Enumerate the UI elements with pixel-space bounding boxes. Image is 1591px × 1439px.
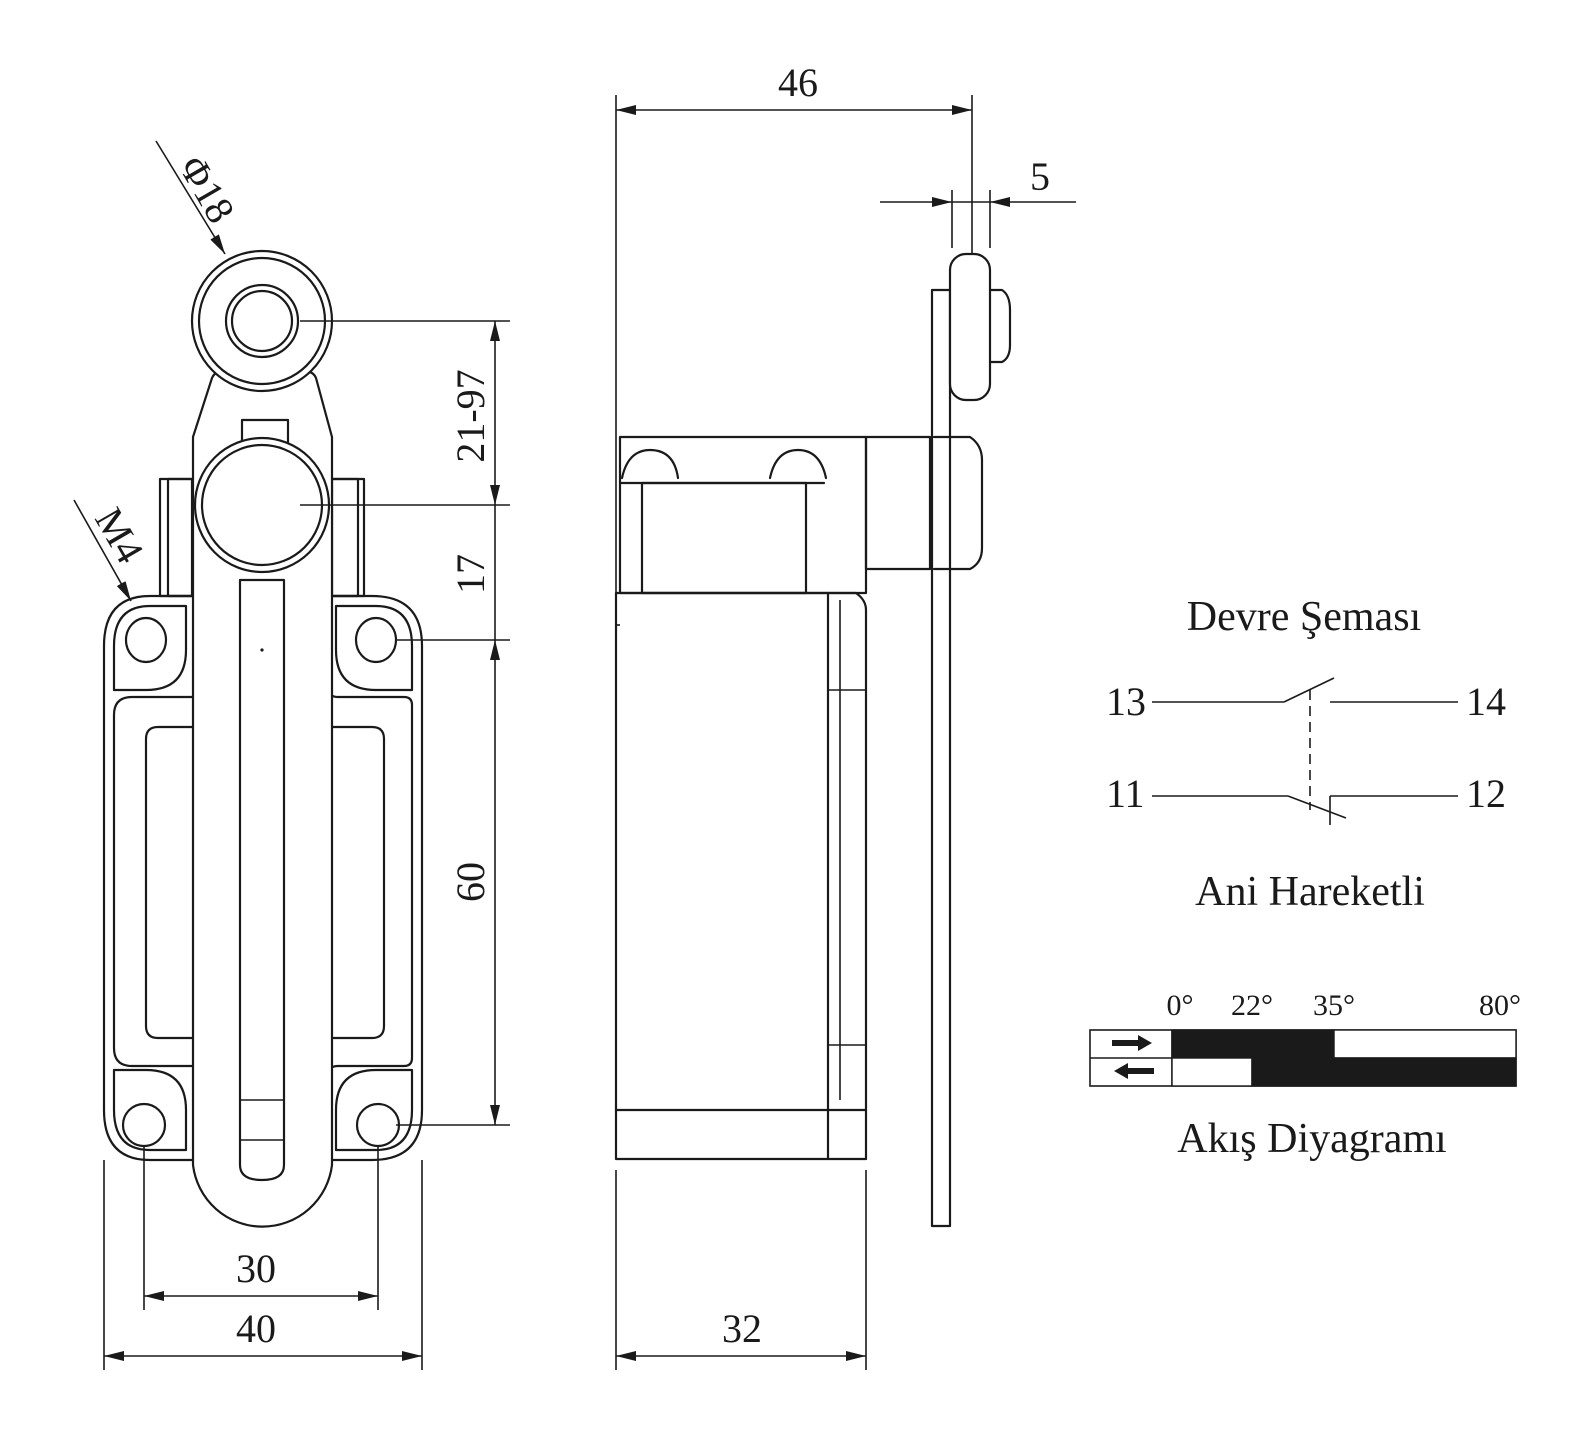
front-view: Φ18 M4 21-97 17 60 30 40 [73, 140, 510, 1370]
flow-bar-return-0 [1171, 1057, 1253, 1087]
dim-lever-range: 21-97 [448, 369, 493, 462]
dim-body-width: 40 [236, 1306, 276, 1351]
flow-bars [1171, 1029, 1517, 1087]
mount-hole-top-right [354, 616, 398, 664]
forward-arrow-icon [1112, 1035, 1152, 1051]
mount-hole-bottom-right [355, 1102, 401, 1148]
side-roller [948, 252, 992, 402]
angle-label-35: 35° [1313, 989, 1355, 1022]
dim-total-depth: 46 [778, 60, 818, 105]
circuit-schematic: Devre Şeması 13 14 11 12 Ani Hareketli [1106, 594, 1506, 915]
angle-label-22: 22° [1231, 989, 1273, 1022]
side-head [618, 435, 868, 595]
angle-label-80: 80° [1479, 989, 1521, 1022]
dim-hole-spacing-vertical: 60 [448, 862, 493, 902]
dim-shaft-to-hole: 17 [448, 554, 493, 594]
lever-slot [238, 578, 286, 1182]
return-arrow-icon [1114, 1063, 1154, 1079]
dim-roller-width: 5 [1030, 154, 1050, 199]
side-lever-plate [930, 288, 952, 1228]
side-view: 46 5 32 [614, 60, 1076, 1370]
dim-body-depth: 32 [722, 1306, 762, 1351]
mount-hole-top-left [124, 616, 168, 664]
mount-hole-bottom-left [121, 1102, 167, 1148]
side-body [614, 591, 830, 1161]
dim-roller-diameter: Φ18 [170, 148, 244, 230]
flow-title: Akış Diyagramı [1177, 1116, 1446, 1162]
terminal-11: 11 [1106, 771, 1145, 816]
flow-bar-forward-0 [1171, 1029, 1335, 1059]
flow-bar-return-1 [1251, 1057, 1517, 1087]
dim-hole-spacing-horizontal: 30 [236, 1246, 276, 1291]
flow-diagram: 0° 22° 35° 80° Akış Diyagramı [1089, 989, 1521, 1162]
terminal-14: 14 [1466, 679, 1506, 724]
front-body-outline [102, 594, 424, 1162]
flow-bar-forward-1 [1333, 1029, 1517, 1059]
angle-label-0: 0° [1167, 989, 1194, 1022]
terminal-13: 13 [1106, 679, 1146, 724]
circuit-subtitle: Ani Hareketli [1195, 869, 1425, 915]
dim-thread: M4 [86, 500, 153, 571]
front-window [144, 725, 386, 1040]
terminal-12: 12 [1466, 771, 1506, 816]
circuit-title: Devre Şeması [1187, 594, 1421, 640]
